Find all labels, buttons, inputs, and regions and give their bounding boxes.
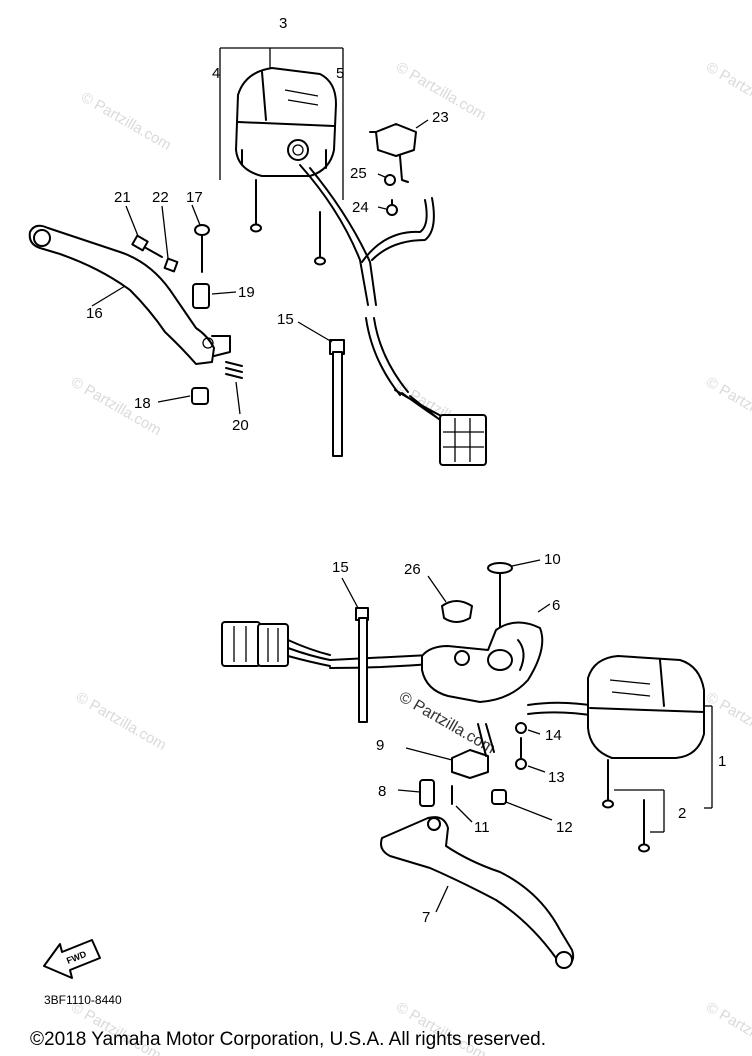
callout-bracket-2 — [614, 789, 665, 833]
callout-12: 12 — [556, 819, 573, 836]
callout-8: 8 — [378, 783, 386, 800]
screw-24 — [377, 199, 398, 216]
callout-5: 5 — [336, 65, 344, 82]
copyright-notice: ©2018 Yamaha Motor Corporation, U.S.A. A… — [30, 1029, 546, 1050]
callout-25: 25 — [350, 165, 367, 182]
cable-tie-15-lower — [341, 577, 369, 723]
screw-13 — [515, 737, 546, 773]
fwd-arrow-marker: FWD — [43, 939, 101, 979]
wire-coupler-lower — [221, 621, 289, 667]
upper-assembly: 3 4 5 23 25 24 21 22 17 19 16 15 18 20 — [28, 15, 487, 466]
callout-13: 13 — [548, 769, 565, 786]
bolt-21 — [125, 205, 163, 258]
collar-19 — [192, 283, 237, 309]
callout-4: 4 — [212, 65, 220, 82]
callout-18: 18 — [134, 395, 151, 412]
screw-2b — [638, 799, 650, 853]
collar-8 — [397, 779, 435, 807]
left-switch-housing — [235, 67, 337, 177]
watermark: © Partzilla.com — [703, 689, 752, 754]
screw-4 — [250, 179, 262, 233]
callout-11: 11 — [474, 819, 490, 836]
callout-2: 2 — [678, 805, 686, 822]
switch-wire-harness — [299, 164, 451, 429]
washer-14 — [515, 722, 541, 735]
callout-20: 20 — [232, 417, 249, 434]
callout-9: 9 — [376, 737, 384, 754]
lower-assembly: 15 26 10 6 9 14 13 8 11 12 1 2 7 — [221, 551, 726, 969]
switch-9 — [405, 723, 495, 779]
right-switch-housing — [587, 655, 713, 809]
diagram-code: 3BF1110-8440 — [44, 993, 122, 1007]
watermark: © Partzilla.com — [703, 999, 752, 1056]
callout-19: 19 — [238, 284, 255, 301]
wire-coupler-upper — [439, 414, 487, 466]
callout-10: 10 — [544, 551, 561, 568]
callout-15: 15 — [277, 311, 294, 328]
clutch-lever-16 — [28, 224, 231, 365]
nut-22 — [161, 205, 179, 273]
brake-lever-7 — [380, 816, 575, 969]
callout-1: 1 — [718, 753, 726, 770]
callout-23: 23 — [432, 109, 449, 126]
bolt-10 — [487, 559, 541, 629]
callout-26: 26 — [404, 561, 421, 578]
lever-bracket-6 — [421, 603, 551, 703]
cap-26 — [427, 575, 473, 623]
callout-6: 6 — [552, 597, 560, 614]
watermark-layer: © Partzilla.com © Partzilla.com © Partzi… — [68, 59, 752, 1056]
screw-5 — [314, 211, 326, 266]
spring-20 — [225, 361, 243, 415]
callout-21: 21 — [114, 189, 131, 206]
callout-24: 24 — [352, 199, 369, 216]
watermark: © Partzilla.com — [703, 59, 752, 124]
callout-16: 16 — [86, 305, 103, 322]
callout-15-lower: 15 — [332, 559, 349, 576]
screw-2a — [602, 759, 614, 809]
callout-14: 14 — [545, 727, 562, 744]
watermark: © Partzilla.com — [703, 374, 752, 439]
watermark: © Partzilla.com — [78, 89, 174, 154]
callout-7: 7 — [422, 909, 430, 926]
clutch-switch-23 — [369, 119, 429, 183]
cable-tie-15-upper — [297, 321, 345, 457]
callout-17: 17 — [186, 189, 203, 206]
watermark: © Partzilla.com — [73, 689, 169, 754]
nut-12 — [491, 789, 553, 821]
callout-3: 3 — [279, 15, 287, 32]
nut-18 — [157, 387, 209, 405]
callout-22: 22 — [152, 189, 169, 206]
bolt-11 — [451, 785, 473, 823]
bolt-17 — [191, 204, 210, 273]
nut-25 — [377, 173, 396, 186]
